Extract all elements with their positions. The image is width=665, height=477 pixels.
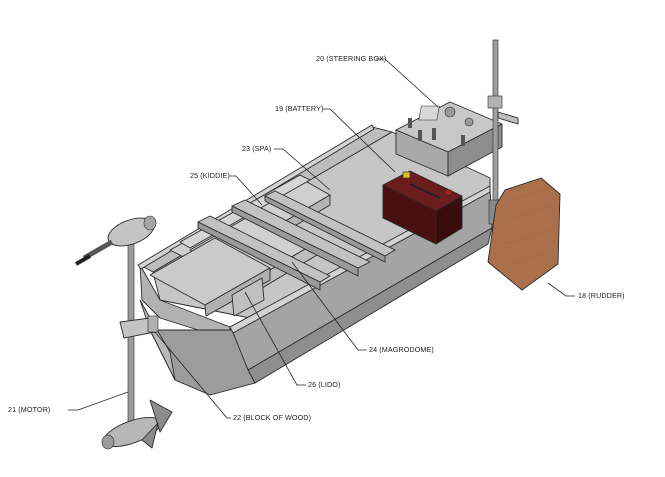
callout-steering-box: 20 (STEERING BOX) xyxy=(316,54,386,63)
trolling-motor xyxy=(75,215,173,450)
callout-battery: 19 (BATTERY) xyxy=(275,104,323,113)
rudder xyxy=(487,177,561,291)
callout-magrodome: 24 (MAGRODOME) xyxy=(369,345,434,354)
callout-rudder: 18 (RUDDER) xyxy=(578,291,625,300)
steering-box xyxy=(395,101,503,177)
lido-deck xyxy=(149,237,271,317)
callout-lido: 26 (LIDO) xyxy=(308,380,340,389)
cross-beams xyxy=(197,190,396,291)
battery xyxy=(382,170,463,245)
leader-lines xyxy=(68,58,575,419)
callout-spa: 23 (SPA) xyxy=(242,144,271,153)
callout-kiddie: 25 (KIDDIE) xyxy=(190,171,230,180)
callout-block-of-wood: 22 (BLOCK OF WOOD) xyxy=(233,413,311,422)
callout-motor: 21 (MOTOR) xyxy=(8,405,50,414)
